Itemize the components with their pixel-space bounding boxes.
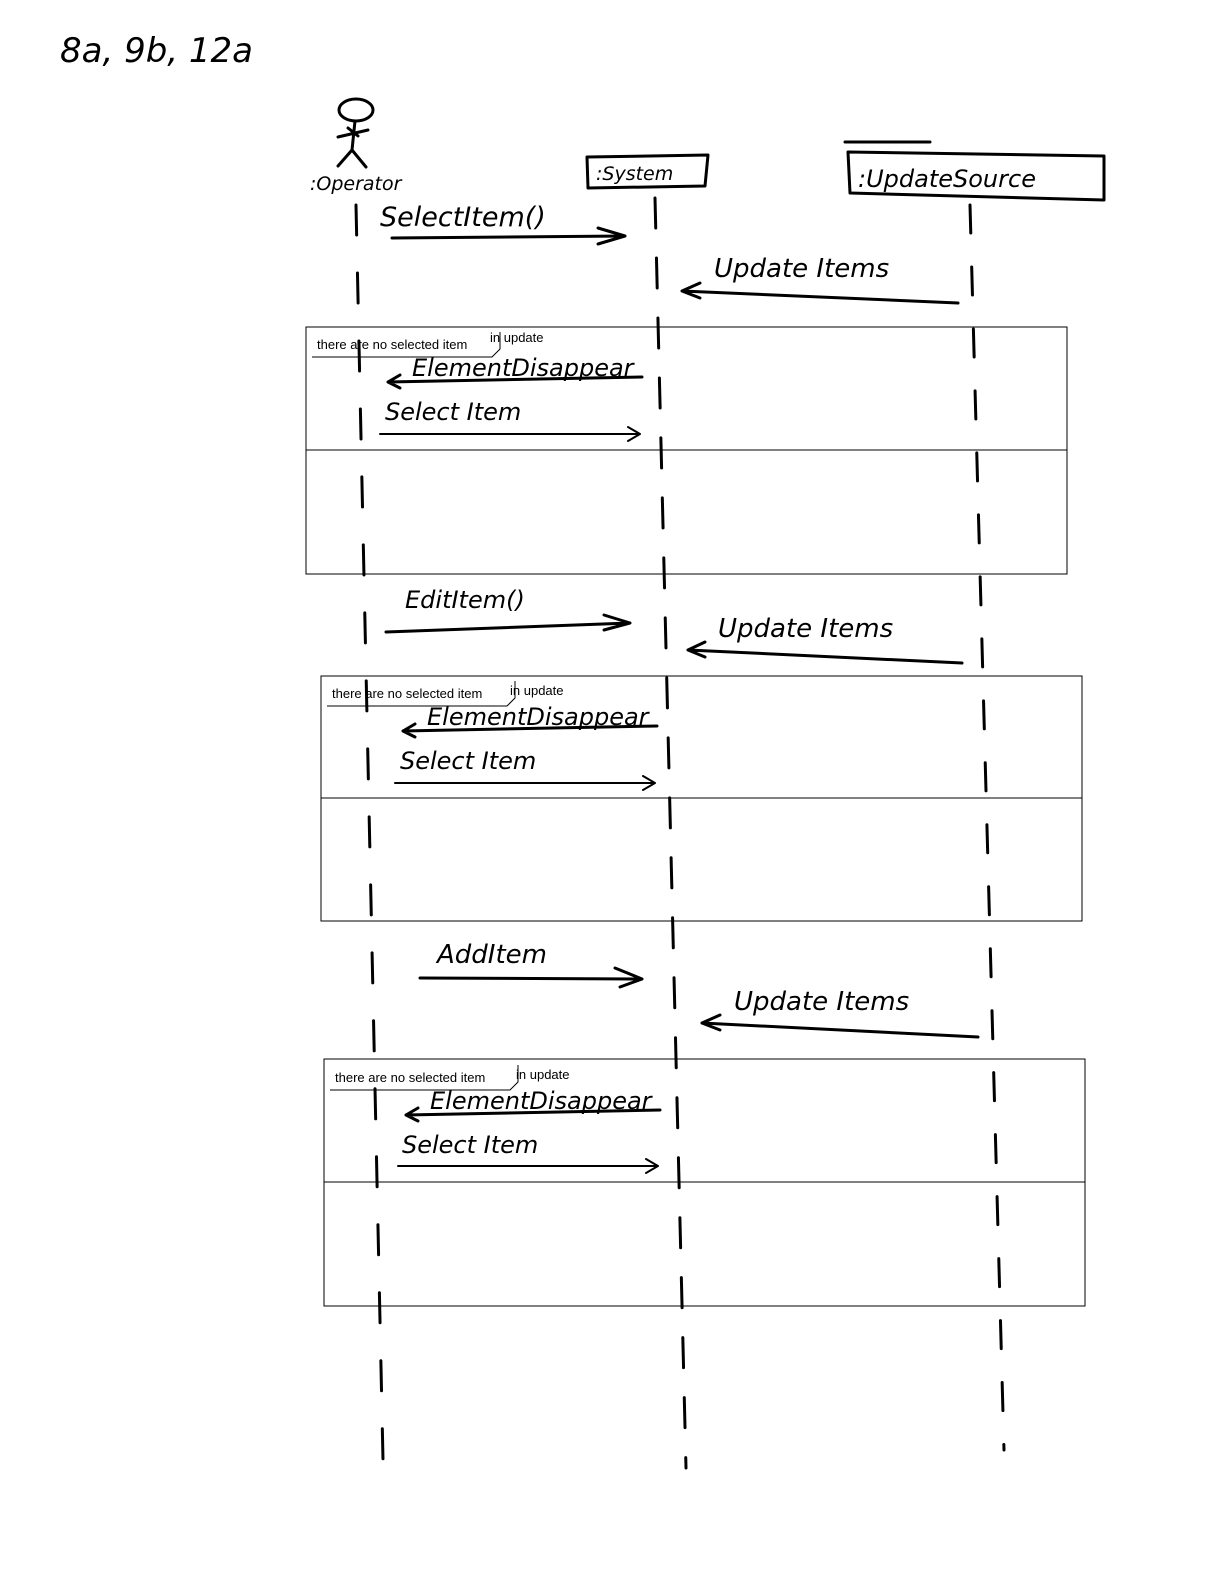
select-item-call-label: SelectItem(): [380, 202, 546, 233]
header-note: 8a, 9b, 12a: [60, 31, 253, 71]
system-label: :System: [596, 163, 673, 185]
alt-3-condition: there are no selected item: [335, 1070, 485, 1085]
message-select-item: SelectItem(): [380, 202, 627, 246]
update-items-2-label: Update Items: [718, 614, 893, 644]
update-source-label: :UpdateSource: [858, 165, 1036, 193]
message-update-items-1: Update Items: [680, 254, 960, 305]
alt-1-select-item: Select Item: [385, 398, 521, 426]
operator-actor-icon: [336, 97, 375, 169]
update-source-lifeline: [968, 203, 1006, 1452]
operator-label: :Operator: [310, 173, 403, 195]
message-edit-item: EditItem(): [384, 586, 632, 634]
alt-2-select-item: Select Item: [400, 747, 536, 775]
alt-3-operand: in update: [516, 1067, 570, 1082]
alt-fragment-3: there are no selected item in update Ele…: [323, 1058, 1086, 1307]
update-items-1-label: Update Items: [714, 254, 889, 284]
alt-1-condition: there are no selected item: [317, 337, 467, 352]
add-item-label: AddItem: [435, 940, 547, 970]
message-add-item: AddItem: [418, 940, 644, 989]
system-participant: :System: [585, 153, 710, 190]
message-update-items-2: Update Items: [686, 614, 964, 665]
alt-fragment-2: there are no selected item in update Ele…: [320, 675, 1083, 922]
alt-1-operand: in update: [490, 330, 544, 345]
operator-lifeline: [354, 203, 385, 1462]
update-items-3-label: Update Items: [734, 987, 909, 1017]
alt-3-select-item: Select Item: [402, 1131, 538, 1159]
alt-fragment-1: there are no selected item in update Ele…: [305, 326, 1068, 575]
update-source-participant: :UpdateSource: [843, 140, 1106, 202]
edit-item-call-label: EditItem(): [405, 586, 525, 614]
message-update-items-3: Update Items: [700, 987, 980, 1039]
alt-2-condition: there are no selected item: [332, 686, 482, 701]
alt-2-operand: in update: [510, 683, 564, 698]
system-lifeline: [653, 196, 688, 1470]
